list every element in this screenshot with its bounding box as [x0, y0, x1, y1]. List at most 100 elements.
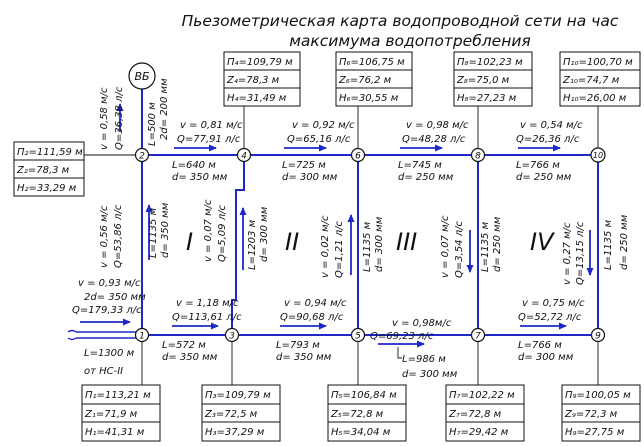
- pipe-8-10-q: Q=26,36 л/с: [516, 134, 580, 145]
- pipe-8-7-q: Q=3,54 л/с: [454, 221, 465, 278]
- pipe-2-4-v: v = 0,81 м/с: [180, 120, 243, 131]
- svg-text:5: 5: [355, 332, 361, 342]
- node-8: 8: [470, 147, 486, 163]
- pipe-3-4-d: d= 300 мм: [259, 206, 270, 262]
- ring-IV: IV: [530, 228, 555, 256]
- pipe-4-6-v: v = 0,92 м/с: [292, 120, 355, 131]
- node-4-box: П₄=109,79 м Z₄=78,3 м H₄=31,49 м: [223, 51, 301, 107]
- node-10-box: П₁₀=100,70 м Z₁₀=74,7 м H₁₀=26,00 м: [559, 51, 641, 107]
- node-6-h: H₆=30,55 м: [339, 93, 399, 104]
- svg-text:7: 7: [475, 332, 481, 342]
- node-3: 3: [224, 327, 240, 343]
- pipe-8-10-d: d= 250 мм: [516, 172, 572, 183]
- pipe-10-9-q: Q=13,15 л/с: [575, 221, 586, 285]
- node-6: 6: [350, 147, 366, 163]
- pipe-tower-2-l: L=500 м: [147, 102, 158, 146]
- pipe-7-9-q: Q=52,72 л/с: [518, 312, 582, 323]
- pipe-10-9-v: v = 0,27 м/с: [562, 222, 573, 285]
- pipe-5-7-v: v = 0,98м/с: [392, 318, 452, 329]
- node-4-z: Z₄=78,3 м: [226, 75, 280, 86]
- node-7-h: H₇=29,42 м: [449, 427, 509, 438]
- pipe-pump-1-l: L=1300 м: [84, 348, 135, 359]
- pipe-1-2-q: Q=53,86 л/с: [113, 204, 124, 268]
- svg-text:9: 9: [595, 332, 601, 342]
- node-3-z: Z₃=72,5 м: [204, 409, 258, 420]
- node-9-p: П₉=100,05 м: [565, 390, 631, 401]
- pipe-6-8-d: d= 250 мм: [398, 172, 454, 183]
- node-2-p: П₂=111,59 м: [17, 147, 83, 158]
- pipe-6-8-v: v = 0,98 м/с: [406, 120, 469, 131]
- leader-lines: [84, 106, 599, 385]
- pipe-6-5-d: d= 300 мм: [374, 216, 385, 272]
- pipes: [67, 88, 599, 341]
- pipe-3-5-l: L=793 м: [276, 340, 320, 351]
- node-10-h: H₁₀=26,00 м: [563, 93, 627, 104]
- node-4: 4: [236, 147, 252, 163]
- node-6-z: Z₆=76,2 м: [338, 75, 392, 86]
- pipe-8-7-l: L=1135 м: [480, 221, 491, 272]
- pipe-4-6-d: d= 300 мм: [282, 172, 338, 183]
- pipe-6-5-v: v = 0,02 м/с: [320, 215, 331, 278]
- pipe-2-4-l: L=640 м: [172, 160, 216, 171]
- pipe-1-2-l: L=1135 м: [148, 207, 159, 258]
- pipe-5-7-q: Q=69,23 л/с: [370, 331, 434, 342]
- node-5-h: H₅=34,04 м: [331, 427, 391, 438]
- node-9-z: Z₉=72,3 м: [564, 409, 618, 420]
- node-8-h: H₈=27,23 м: [457, 93, 517, 104]
- title-line-2: максимума водопотребления: [289, 32, 531, 50]
- node-10-z: Z₁₀=74,7 м: [562, 75, 620, 86]
- pipe-1-2-d: d= 350 мм: [160, 202, 171, 258]
- node-1-p: П₁=113,21 м: [85, 390, 151, 401]
- pipe-pump-ends: [67, 329, 77, 341]
- pipe-10-9-d: d= 250 мм: [619, 214, 630, 270]
- pipe-1-3-l: L=572 м: [162, 340, 206, 351]
- pipe-3-5-v: v = 0,94 м/с: [284, 298, 347, 309]
- pipe-2-4-d: d= 350 мм: [172, 172, 228, 183]
- pipe-1-2-v: v = 0,56 м/с: [99, 205, 110, 268]
- pipe-8-10-v: v = 0,54 м/с: [520, 120, 583, 131]
- node-4-p: П₄=109,79 м: [227, 57, 293, 68]
- node-5-z: Z₅=72,8 м: [330, 409, 384, 420]
- pipe-7-9-v: v = 0,75 м/с: [522, 298, 585, 309]
- node-2: 2: [134, 147, 150, 163]
- pipe-pump-1-from: от НС-II: [84, 366, 123, 377]
- svg-text:3: 3: [229, 332, 235, 342]
- pipe-5-7-d: d= 300 мм: [402, 369, 458, 380]
- pipe-10-9-l: L=1135 м: [603, 219, 614, 270]
- node-1-z: Z₁=71,9 м: [84, 409, 138, 420]
- node-6-box: П₆=106,75 м Z₆=76,2 м H₆=30,55 м: [335, 51, 413, 107]
- node-3-p: П₃=109,79 м: [205, 390, 271, 401]
- node-4-h: H₄=31,49 м: [227, 93, 287, 104]
- pipe-8-7-v: v = 0,07 м/с: [440, 215, 451, 278]
- node-8-z: Z₈=75,0 м: [456, 75, 510, 86]
- node-boxes: П₄=109,79 м Z₄=78,3 м H₄=31,49 м П₆=106,…: [13, 51, 641, 442]
- svg-text:8: 8: [475, 152, 481, 162]
- node-2-z: Z₂=78,3 м: [16, 165, 70, 176]
- title-line-1: Пьезометрическая карта водопроводной сет…: [182, 12, 619, 30]
- node-8-p: П₈=102,23 м: [457, 57, 523, 68]
- pipe-7-9-d: d= 300 мм: [518, 352, 574, 363]
- node-1-h: H₁=41,31 м: [85, 427, 145, 438]
- node-5-box: П₅=106,84 м Z₅=72,8 м H₅=34,04 м: [327, 384, 407, 442]
- pipe-tower-2-v: v = 0,58 м/с: [99, 87, 110, 150]
- pipe-6-8-q: Q=48,28 л/с: [402, 134, 466, 145]
- pipe-6-8-l: L=745 м: [398, 160, 442, 171]
- water-tower-icon: [128, 62, 156, 90]
- pipe-4-6-l: L=725 м: [282, 160, 326, 171]
- node-2-h: H₂=33,29 м: [17, 183, 77, 194]
- pipe-1-3-d: d= 350 мм: [162, 352, 218, 363]
- svg-text:6: 6: [355, 152, 361, 162]
- node-8-box: П₈=102,23 м Z₈=75,0 м H₈=27,23 м: [453, 51, 533, 107]
- pipe-2-4-q: Q=77,91 л/с: [177, 134, 241, 145]
- node-10: 10: [590, 147, 606, 163]
- node-3-h: H₃=37,29 м: [205, 427, 265, 438]
- pipe-7-9-l: L=766 м: [518, 340, 562, 351]
- node-5-p: П₅=106,84 м: [331, 390, 397, 401]
- pipe-3-4-v: v = 0,07 м/с: [203, 199, 214, 262]
- node-7-z: Z₇=72,8 м: [448, 409, 502, 420]
- node-7-p: П₇=102,22 м: [449, 390, 515, 401]
- pipe-5-7-l: L=986 м: [402, 354, 446, 365]
- flow-arrows: [80, 103, 594, 348]
